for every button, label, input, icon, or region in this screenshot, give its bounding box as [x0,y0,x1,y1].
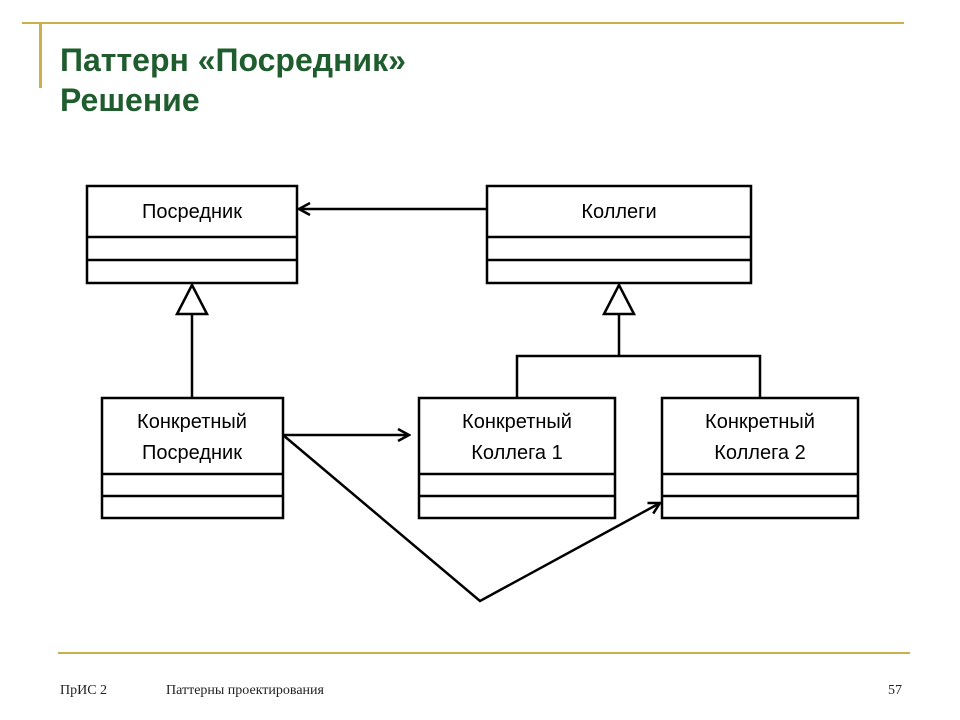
slide-title: Паттерн «Посредник» Решение [60,40,406,120]
slide-title-line-2: Решение [60,82,200,118]
class-concrete-colleague-2: Конкретный Коллега 2 [660,396,860,520]
class-mediator: Посредник [85,184,299,285]
class-mediator-name: Посредник [142,201,242,223]
class-concrete-colleague-1-name-line-2: Коллега 1 [471,442,562,464]
class-concrete-colleague-2-name-line-2: Коллега 2 [714,442,805,464]
class-concrete-mediator: Конкретный Посредник [100,396,285,520]
footer-course: ПрИС 2 [60,683,108,698]
class-colleagues: Коллеги [485,184,753,285]
slide-title-line-1: Паттерн «Посредник» [60,42,406,78]
inheritance-branch-colleagues [515,354,762,398]
class-colleagues-box [485,184,753,285]
class-concrete-colleague-2-name-line-1: Конкретный [705,411,815,433]
top-rule [22,22,904,24]
left-accent-rule [39,22,42,88]
footer-topic: Паттерны проектирования [166,683,324,698]
class-concrete-mediator-name-line-1: Конкретный [137,411,247,433]
class-concrete-colleague-1-name-line-1: Конкретный [462,411,572,433]
association-mediator-to-colleague-2 [282,434,660,603]
class-concrete-colleague-1: Конкретный Коллега 1 [417,396,617,520]
class-concrete-colleague-2-box [660,396,860,520]
page-number: 57 [888,683,902,698]
class-colleagues-name: Коллеги [581,201,656,223]
class-concrete-mediator-box [100,396,285,520]
class-concrete-mediator-name-line-2: Посредник [142,442,242,464]
footer-rule [58,652,910,654]
class-concrete-colleague-1-box [417,396,617,520]
inheritance-triangle-colleagues [601,282,637,316]
inheritance-triangle-mediator [174,282,210,316]
class-mediator-box [85,184,299,285]
